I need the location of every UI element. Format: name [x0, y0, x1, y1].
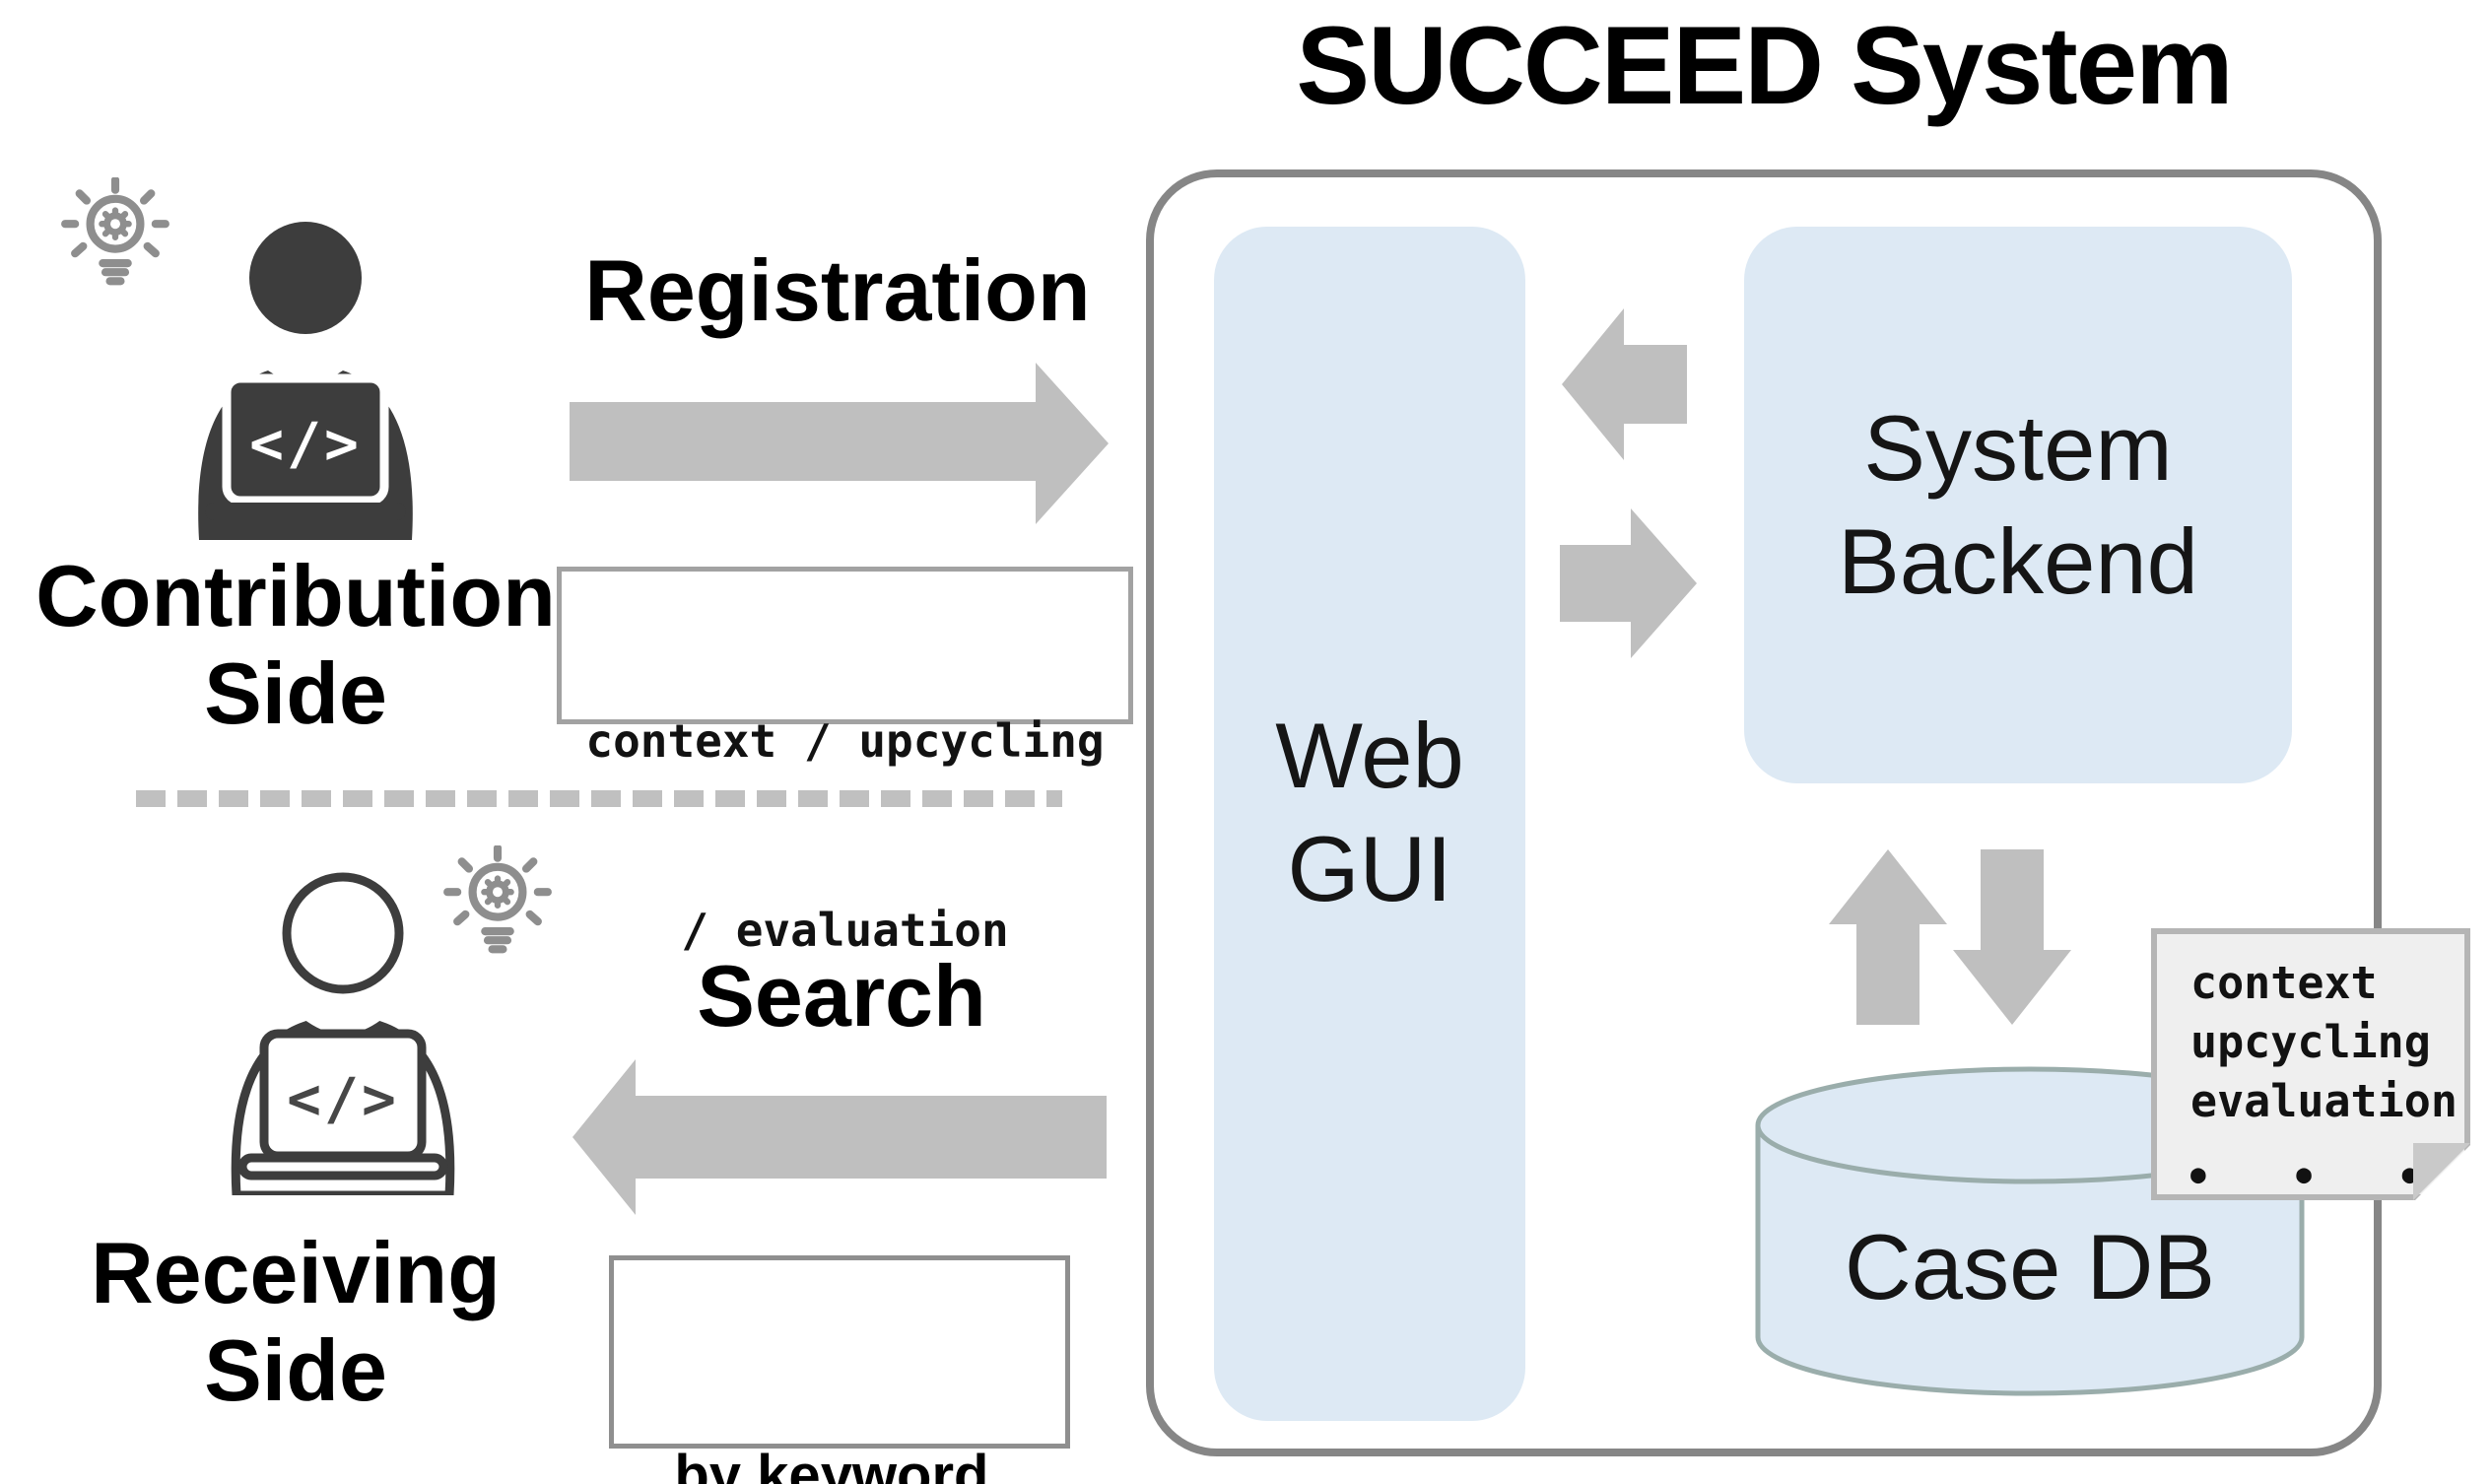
- web-gui-box: [1214, 227, 1525, 1421]
- search-label: Search: [697, 947, 986, 1045]
- receiver-developer-icon: </>: [231, 872, 455, 1195]
- backend-label-line1: System: [1863, 395, 2173, 500]
- note-ellipsis: ● ● ●: [2190, 1160, 2456, 1189]
- web-gui-label-line2: GUI: [1287, 816, 1452, 920]
- code-icon: </>: [249, 410, 362, 477]
- registration-annotation-box: context / upcycling / evaluation: [557, 567, 1133, 957]
- note-line: evaluation: [2190, 1075, 2458, 1127]
- idea-bulb-icon: [61, 177, 169, 286]
- receiving-side-label: Receiving Side: [10, 1224, 581, 1419]
- web-gui-label-line1: Web: [1275, 704, 1464, 807]
- registration-annotation-line2: / evaluation: [681, 904, 1009, 957]
- note-folded-corner: [2413, 1143, 2470, 1200]
- data-note: context upcycling evaluation ● ● ●: [2151, 928, 2470, 1200]
- contribution-label-line2: Side: [204, 643, 387, 742]
- laptop-screen: [222, 373, 389, 506]
- contribution-label-line1: Contribution: [35, 547, 556, 644]
- receiving-label-line1: Receiving: [91, 1224, 501, 1321]
- code-icon: </>: [287, 1065, 399, 1132]
- laptop-base: [237, 1153, 448, 1180]
- gear-glyph: [481, 875, 514, 909]
- gear-glyph: [99, 207, 132, 240]
- laptop-base: [205, 503, 406, 520]
- contribution-side-label: Contribution Side: [10, 547, 581, 742]
- registration-arrow: [570, 363, 1109, 524]
- receiving-label-line2: Side: [204, 1320, 387, 1419]
- dashed-divider: [136, 790, 1062, 807]
- person-head: [282, 872, 404, 994]
- contributor-developer-icon: </>: [198, 222, 413, 540]
- page-title: SUCCEED System: [1296, 4, 2233, 127]
- system-backend-box: System Backend: [1744, 227, 2292, 783]
- registration-annotation-line1: context / upcycling: [585, 714, 1105, 768]
- search-annotation-line1: by keyword,: [674, 1444, 1005, 1484]
- case-db-label: Case DB: [1844, 1215, 2216, 1318]
- note-line: context: [2190, 957, 2378, 1009]
- note-line: upcycling: [2190, 1016, 2431, 1068]
- person-head: [249, 222, 362, 334]
- backend-label-line2: Backend: [1838, 508, 2198, 613]
- search-annotation-box: by keyword, developer, etc.: [609, 1255, 1070, 1484]
- registration-label: Registration: [584, 241, 1091, 339]
- idea-bulb-icon: [443, 845, 552, 954]
- web-gui-label: Web GUI: [1214, 700, 1525, 925]
